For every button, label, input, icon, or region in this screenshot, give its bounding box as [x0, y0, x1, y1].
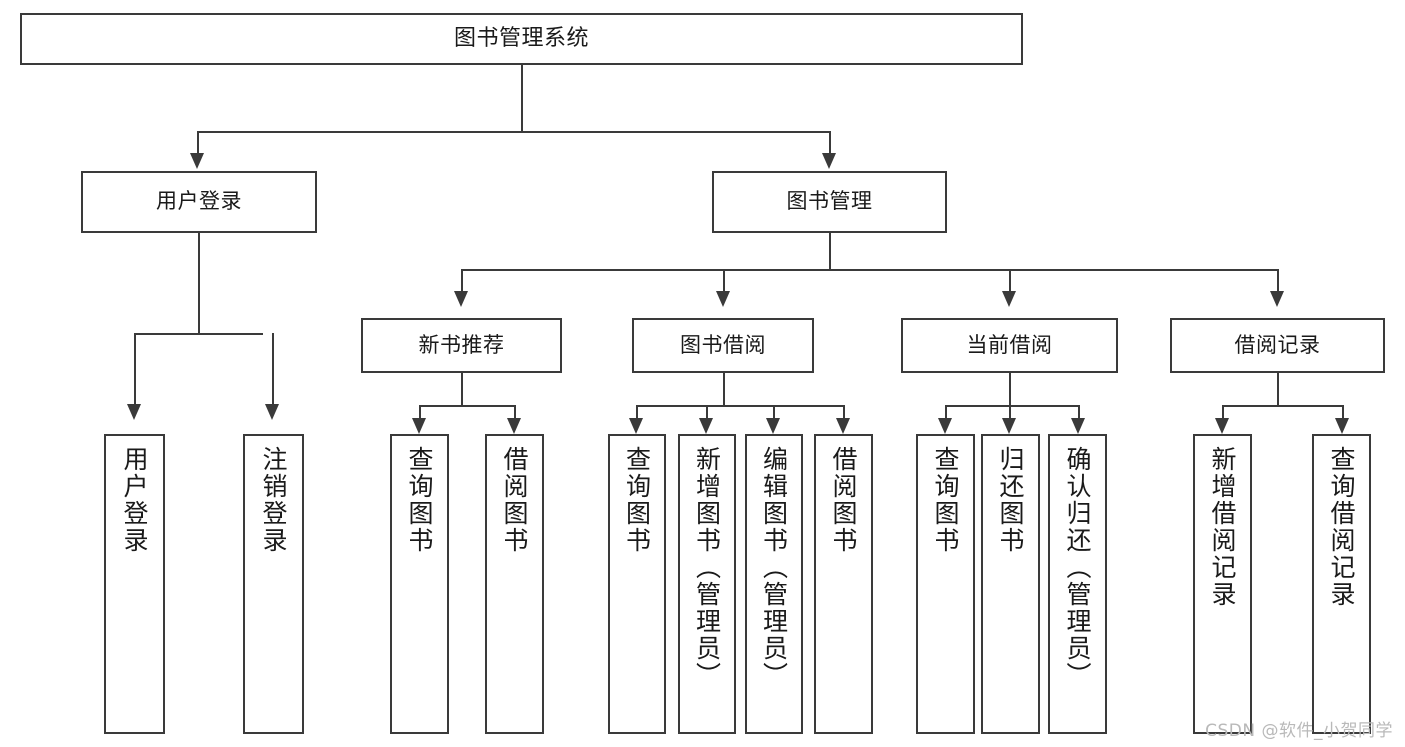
arrow-to-leaf-logout	[265, 404, 279, 420]
arrow-to-current-borrow	[1002, 291, 1016, 307]
node-user-login[interactable]: 用户登录	[81, 171, 317, 233]
node-label: 图书管理	[786, 189, 873, 214]
node-label: 图书管理系统	[453, 25, 589, 51]
connector-book-borrow-stem	[723, 373, 725, 406]
leaf-query-borrow-record[interactable]: 查询借阅记录	[1312, 434, 1371, 734]
leaf-query-book-current[interactable]: 查询图书	[916, 434, 975, 734]
arrow-to-leaf-add-book	[699, 418, 713, 434]
connector-level3-bus	[461, 269, 1277, 271]
arrow-to-leaf-confirm-return	[1071, 418, 1085, 434]
connector-book-borrow-leaf4-drop	[843, 405, 845, 420]
leaf-logout[interactable]: 注销登录	[243, 434, 304, 734]
node-label: 注销登录	[259, 446, 288, 554]
arrow-to-leaf-query-borrow-record	[1335, 418, 1349, 434]
node-label: 查询图书	[931, 446, 960, 554]
arrow-to-leaf-return-book	[1002, 418, 1016, 434]
connector-current-borrow-bus	[945, 405, 1078, 407]
connector-new-book-stem	[461, 373, 463, 406]
node-borrow-record[interactable]: 借阅记录	[1170, 318, 1385, 373]
arrow-to-leaf-user-login	[127, 404, 141, 420]
connector-new-book-leaf2-drop	[514, 405, 516, 420]
arrow-to-leaf-query-book-2	[629, 418, 643, 434]
node-label: 编辑图书（管理员）	[759, 446, 789, 689]
connector-book-borrow-leaf3-drop	[773, 405, 775, 420]
node-label: 新书推荐	[418, 332, 505, 357]
connector-current-borrow-leaf1-drop	[945, 405, 947, 420]
arrow-to-book-management	[822, 153, 836, 169]
connector-level2-left-drop	[197, 131, 199, 155]
node-label: 归还图书	[996, 446, 1025, 554]
node-label: 确认归还（管理员）	[1063, 446, 1092, 689]
connector-user-login-leaf2-drop	[272, 333, 274, 406]
connector-book-borrow-leaf2-drop	[706, 405, 708, 420]
node-current-borrow[interactable]: 当前借阅	[901, 318, 1118, 373]
node-label: 查询图书	[405, 446, 434, 554]
connector-book-borrow-bus	[636, 405, 843, 407]
arrow-to-leaf-query-book-1	[412, 418, 426, 434]
node-label: 用户登录	[156, 189, 242, 214]
node-label: 图书借阅	[680, 332, 766, 357]
node-new-book-recommend[interactable]: 新书推荐	[361, 318, 562, 373]
node-label: 新增图书（管理员）	[692, 446, 722, 689]
connector-current-borrow-leaf2-drop	[1009, 405, 1011, 420]
connector-level3-drop-4	[1277, 269, 1279, 293]
node-label: 用户登录	[120, 446, 149, 554]
connector-user-login-leaf1-drop	[134, 333, 136, 406]
connector-new-book-bus	[419, 405, 514, 407]
leaf-confirm-return-admin[interactable]: 确认归还（管理员）	[1048, 434, 1107, 734]
node-label: 借阅图书	[500, 446, 529, 554]
node-book-borrow[interactable]: 图书借阅	[632, 318, 814, 373]
leaf-add-book-admin[interactable]: 新增图书（管理员）	[678, 434, 736, 734]
connector-borrow-record-stem	[1277, 373, 1279, 406]
arrow-to-new-book-recommend	[454, 291, 468, 307]
arrow-to-book-borrow	[716, 291, 730, 307]
connector-current-borrow-leaf3-drop	[1078, 405, 1080, 420]
connector-level3-drop-3	[1009, 269, 1011, 293]
arrow-to-leaf-query-book-3	[938, 418, 952, 434]
connector-borrow-record-leaf2-drop	[1342, 405, 1344, 420]
connector-new-book-leaf1-drop	[419, 405, 421, 420]
node-label: 查询图书	[622, 446, 652, 554]
arrow-to-leaf-add-borrow-record	[1215, 418, 1229, 434]
leaf-borrow-book-recommend[interactable]: 借阅图书	[485, 434, 544, 734]
arrow-to-leaf-edit-book	[766, 418, 780, 434]
connector-level3-drop-2	[723, 269, 725, 293]
connector-user-login-stem	[198, 233, 200, 334]
connector-book-borrow-leaf1-drop	[636, 405, 638, 420]
node-label: 查询借阅记录	[1327, 446, 1356, 608]
connector-current-borrow-stem	[1009, 373, 1011, 406]
connector-borrow-record-leaf1-drop	[1222, 405, 1224, 420]
leaf-query-book-borrow[interactable]: 查询图书	[608, 434, 666, 734]
leaf-edit-book-admin[interactable]: 编辑图书（管理员）	[745, 434, 803, 734]
connector-root-stem	[521, 65, 523, 132]
node-book-management[interactable]: 图书管理	[712, 171, 947, 233]
arrow-to-leaf-borrow-book-1	[507, 418, 521, 434]
connector-borrow-record-bus	[1222, 405, 1342, 407]
connector-level2-right-drop	[829, 131, 831, 155]
arrow-to-user-login	[190, 153, 204, 169]
connector-level2-bus	[197, 131, 830, 133]
node-label: 新增借阅记录	[1208, 446, 1237, 608]
node-label: 借阅记录	[1234, 332, 1321, 357]
arrow-to-borrow-record	[1270, 291, 1284, 307]
leaf-return-book[interactable]: 归还图书	[981, 434, 1040, 734]
node-root-book-management-system[interactable]: 图书管理系统	[20, 13, 1023, 65]
arrow-to-leaf-borrow-book-2	[836, 418, 850, 434]
node-label: 当前借阅	[966, 332, 1053, 357]
leaf-borrow-book[interactable]: 借阅图书	[814, 434, 873, 734]
connector-user-login-bus	[134, 333, 263, 335]
leaf-query-book-recommend[interactable]: 查询图书	[390, 434, 449, 734]
connector-book-management-stem	[829, 233, 831, 270]
leaf-user-login[interactable]: 用户登录	[104, 434, 165, 734]
node-label: 借阅图书	[829, 446, 858, 554]
connector-level3-drop-1	[461, 269, 463, 293]
leaf-add-borrow-record[interactable]: 新增借阅记录	[1193, 434, 1252, 734]
